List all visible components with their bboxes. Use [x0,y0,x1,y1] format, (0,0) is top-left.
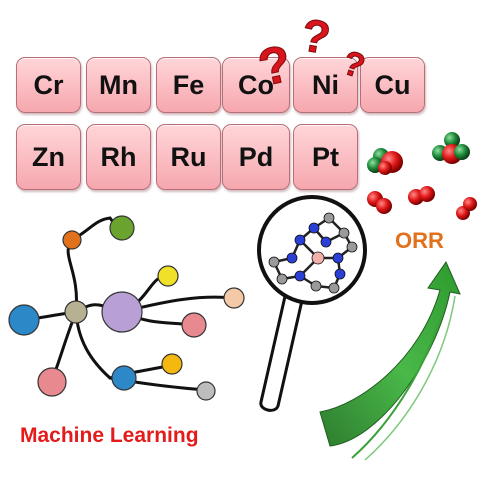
nitrogen-atom [294,270,306,282]
network-node [62,230,82,250]
element-symbol: Pd [238,141,274,172]
network-node [181,312,207,338]
network-node [101,291,143,333]
carbon-atom [338,227,350,239]
molecule-4 [408,186,435,205]
element-symbol: Co [238,69,274,100]
carbon-atom [323,212,335,224]
element-symbol: Zn [32,141,65,172]
network-node [64,300,88,324]
element-symbol: Pt [312,141,339,172]
element-symbol: Mn [99,69,138,100]
network-node [157,265,179,287]
element-symbol: Rh [100,141,137,172]
network-node [111,365,137,391]
molecule-2 [432,132,470,164]
element-tile-ru: Ru [156,124,221,190]
orr-label: ORR [395,228,444,253]
nitrogen-atom [294,234,306,246]
element-tile-ni: Ni [293,57,358,113]
element-symbol: Ru [170,141,207,172]
network-node [223,287,245,309]
machine-learning-label: Machine Learning [20,424,199,447]
element-tile-rh: Rh [86,124,151,190]
network-node [161,353,183,375]
molecule-5 [456,197,477,220]
element-tile-cr: Cr [16,57,81,113]
carbon-atom [268,256,280,268]
network-node [37,367,67,397]
magnifier-handle [259,290,305,412]
carbon-atom [310,280,322,292]
carbon-atom [328,282,340,294]
molecule-1 [367,148,403,175]
element-tile-co: Co [222,57,290,113]
network-node [196,381,216,401]
nitrogen-atom [308,222,320,234]
element-symbol: Cu [374,69,411,100]
carbon-atom [276,273,288,285]
nitrogen-atom [334,268,346,280]
element-symbol: Ni [312,69,339,100]
element-tile-fe: Fe [156,57,221,113]
arrow-body [319,260,461,447]
element-symbol: Cr [33,69,64,100]
element-tile-pt: Pt [293,124,358,190]
element-tile-pd: Pd [222,124,290,190]
element-tile-mn: Mn [86,57,151,113]
network-node [8,304,40,336]
nitrogen-atom [320,236,332,248]
arrow-tail-streak [364,295,456,461]
nitrogen-atom [286,252,298,264]
arrow-tail-streak [351,299,447,459]
element-tile-cu: Cu [360,57,425,113]
molecule-3 [367,191,392,214]
metal-atom [311,251,325,265]
element-tile-zn: Zn [16,124,81,190]
element-symbol: Fe [172,69,205,100]
network-node [109,215,135,241]
carbon-atom [346,241,358,253]
nitrogen-atom [332,252,344,264]
